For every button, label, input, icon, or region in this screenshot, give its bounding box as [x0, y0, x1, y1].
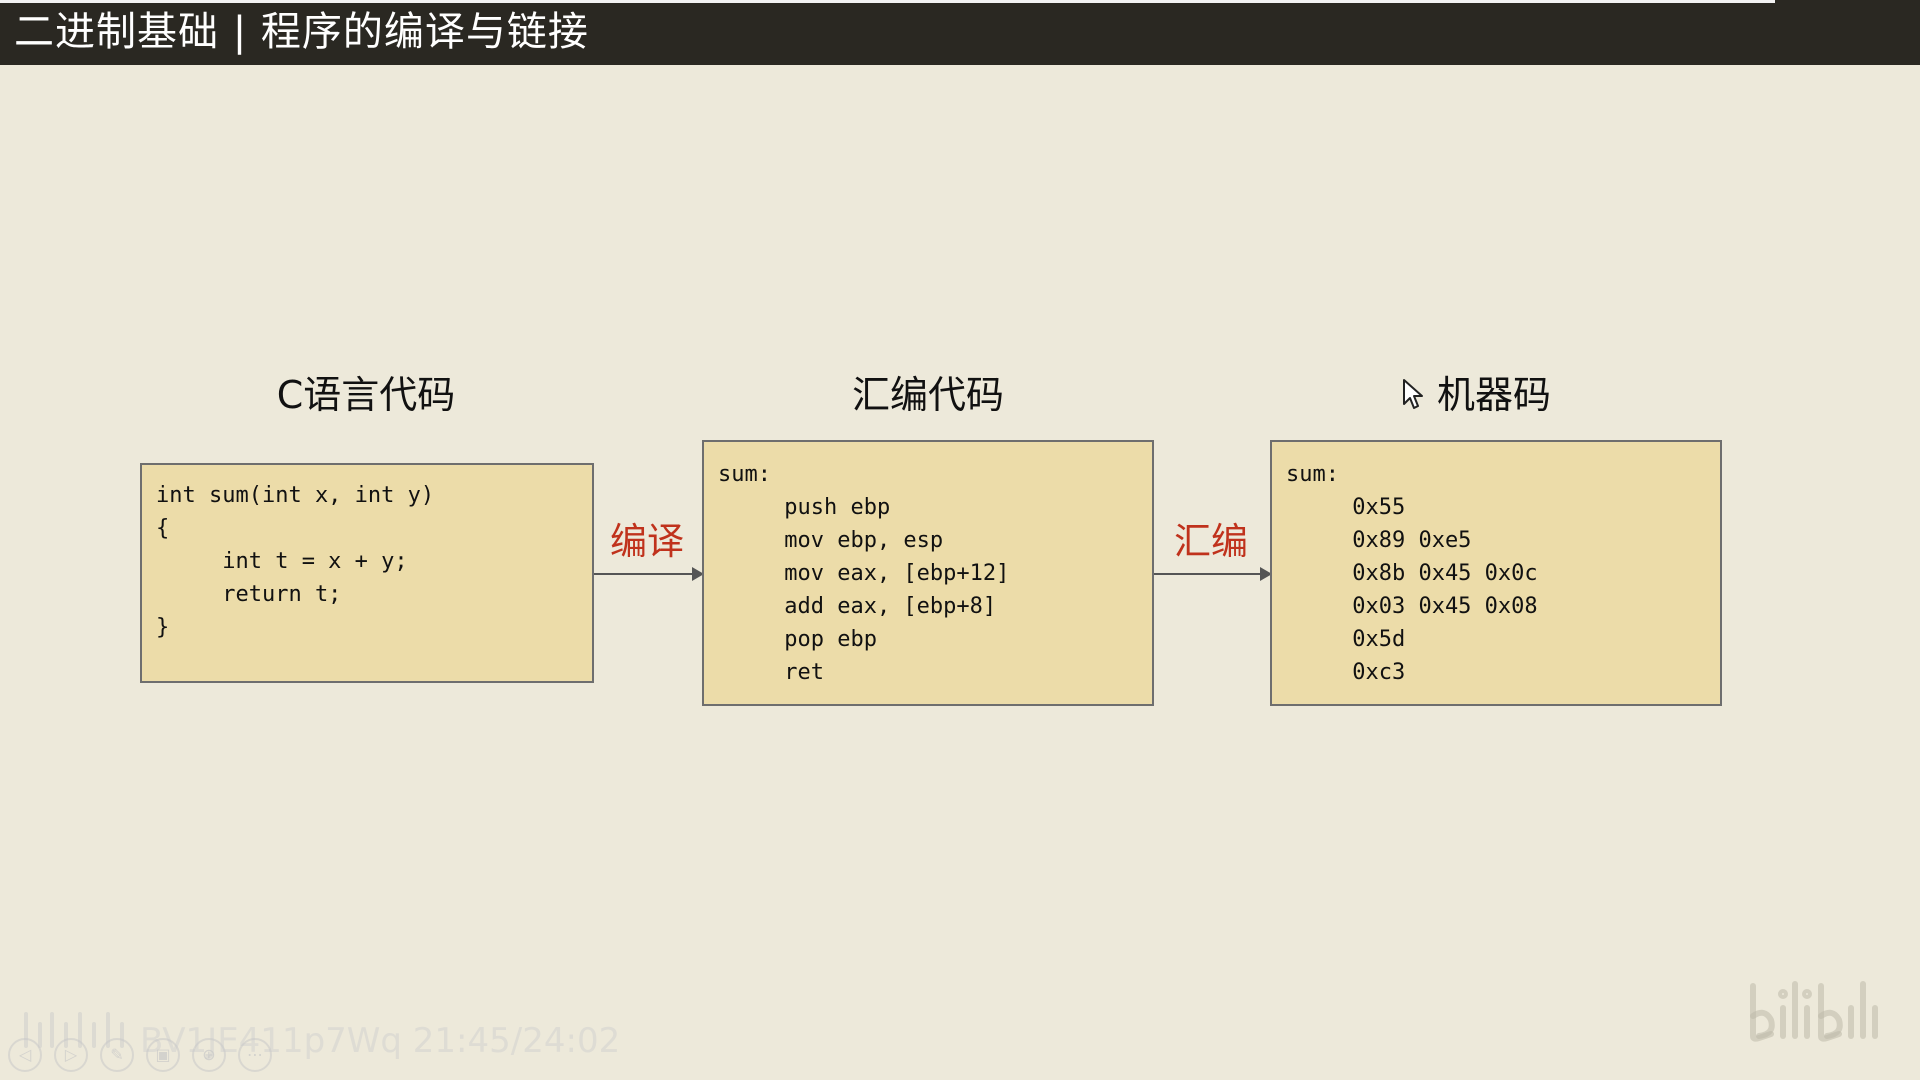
code-line: 0xc3 — [1286, 660, 1406, 685]
next-icon[interactable]: ▷ — [54, 1038, 88, 1072]
progress-line — [0, 0, 1775, 3]
asm-code-box: sum: push ebp mov ebp, esp mov eax, [ebp… — [702, 440, 1154, 706]
code-line: 0x89 0xe5 — [1286, 528, 1472, 553]
asm-code-title: 汇编代码 — [851, 373, 1004, 417]
code-line: } — [156, 615, 170, 640]
code-line: push ebp — [718, 495, 891, 520]
pen-icon[interactable]: ✎ — [100, 1038, 134, 1072]
code-line: 0x55 — [1286, 495, 1406, 520]
code-line: mov ebp, esp — [718, 528, 944, 553]
copy-icon[interactable]: ▣ — [146, 1038, 180, 1072]
slide-title: 二进制基础 | 程序的编译与链接 — [14, 9, 589, 55]
code-line: return t; — [156, 582, 342, 607]
code-line: mov eax, [ebp+12] — [718, 561, 1010, 586]
code-line: int t = x + y; — [156, 549, 408, 574]
code-line: sum: — [1286, 462, 1339, 487]
code-line: pop ebp — [718, 627, 877, 652]
bilibili-watermark-logo — [1750, 981, 1878, 1042]
title-bar: 二进制基础 | 程序的编译与链接 — [0, 0, 1920, 65]
code-line: { — [156, 516, 170, 541]
code-line: 0x03 0x45 0x08 — [1286, 594, 1538, 619]
code-line: 0x8b 0x45 0x0c — [1286, 561, 1538, 586]
c-code-box: int sum(int x, int y) { int t = x + y; r… — [140, 463, 594, 683]
assemble-label: 汇编 — [1174, 520, 1248, 563]
zoom-icon[interactable]: ⊕ — [192, 1038, 226, 1072]
mouse-cursor-icon — [1403, 379, 1423, 409]
code-line: ret — [718, 660, 824, 685]
prev-icon[interactable]: ◁ — [8, 1038, 42, 1072]
c-code-title: C语言代码 — [276, 373, 456, 417]
machine-code-title: 机器码 — [1436, 373, 1551, 417]
compile-label: 编译 — [610, 520, 684, 563]
arrowhead-icon — [1260, 567, 1272, 581]
code-line: int sum(int x, int y) — [156, 483, 435, 508]
code-line: 0x5d — [1286, 627, 1406, 652]
arrowhead-icon — [692, 567, 704, 581]
code-line: sum: — [718, 462, 771, 487]
machine-code-box: sum: 0x55 0x89 0xe5 0x8b 0x45 0x0c 0x03 … — [1270, 440, 1722, 706]
assemble-arrow — [1154, 567, 1272, 581]
compile-arrow — [594, 567, 704, 581]
code-line: add eax, [ebp+8] — [718, 594, 997, 619]
more-icon[interactable]: ⋯ — [238, 1038, 272, 1072]
